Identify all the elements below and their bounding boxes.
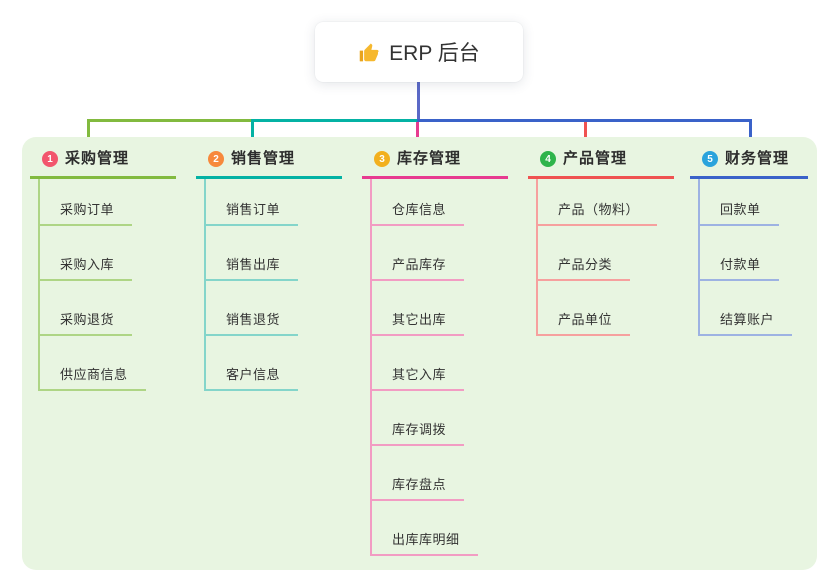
tree-node[interactable]: 库存盘点 (372, 446, 465, 501)
bus-line-sales (252, 119, 418, 122)
branch-number-badge: 5 (702, 151, 718, 167)
root-title: ERP 后台 (389, 42, 480, 65)
drop-line-sales (251, 119, 254, 147)
branch-header-node[interactable]: 1 采购管理 (30, 137, 176, 179)
tree-node[interactable]: 回款单 (700, 179, 779, 226)
branch-2: 2 销售管理销售订单销售出库销售退货客户信息 (196, 137, 342, 391)
bus-line-finance (417, 119, 752, 122)
branch-children: 产品（物料）产品分类产品单位 (536, 179, 658, 336)
branch-label: 库存管理 (397, 150, 462, 167)
branch-header-node[interactable]: 3 库存管理 (362, 137, 508, 179)
tree-node[interactable]: 采购退货 (40, 281, 133, 336)
drop-line-inventory (416, 122, 419, 147)
tree-node[interactable]: 付款单 (700, 226, 779, 281)
bus-line-purchase (87, 119, 253, 122)
branch-header-node[interactable]: 5 财务管理 (690, 137, 808, 179)
branch-header-node[interactable]: 2 销售管理 (196, 137, 342, 179)
tree-node[interactable]: 产品分类 (538, 226, 631, 281)
tree-node[interactable]: 库存调拨 (372, 391, 465, 446)
drop-line-product (584, 122, 587, 147)
tree-node[interactable]: 其它出库 (372, 281, 465, 336)
tree-node[interactable]: 出库库明细 (372, 501, 478, 556)
branch-children: 仓库信息产品库存其它出库其它入库库存调拨库存盘点出库库明细 (370, 179, 478, 556)
branch-number-badge: 4 (540, 151, 556, 167)
tree-node[interactable]: 采购订单 (40, 179, 133, 226)
branch-children: 回款单付款单结算账户 (698, 179, 793, 336)
branch-3: 3 库存管理仓库信息产品库存其它出库其它入库库存调拨库存盘点出库库明细 (362, 137, 508, 556)
branch-label: 财务管理 (725, 150, 790, 167)
branch-label: 采购管理 (65, 150, 130, 167)
branch-5: 5 财务管理回款单付款单结算账户 (690, 137, 808, 336)
branch-number-badge: 1 (42, 151, 58, 167)
tree-node[interactable]: 销售订单 (206, 179, 299, 226)
root-connector-line (417, 82, 420, 122)
tree-node[interactable]: 供应商信息 (40, 336, 146, 391)
thumbs-up-icon (358, 42, 380, 64)
drop-line-finance (749, 119, 752, 147)
tree-node[interactable]: 客户信息 (206, 336, 299, 391)
tree-node[interactable]: 产品单位 (538, 281, 631, 336)
branch-header-node[interactable]: 4 产品管理 (528, 137, 674, 179)
branch-children: 采购订单采购入库采购退货供应商信息 (38, 179, 146, 391)
branch-children: 销售订单销售出库销售退货客户信息 (204, 179, 299, 391)
branch-label: 产品管理 (563, 150, 628, 167)
tree-node[interactable]: 采购入库 (40, 226, 133, 281)
branch-number-badge: 3 (374, 151, 390, 167)
tree-node[interactable]: 其它入库 (372, 336, 465, 391)
tree-node[interactable]: 产品库存 (372, 226, 465, 281)
branches-panel: 1 采购管理采购订单采购入库采购退货供应商信息 2 销售管理销售订单销售出库销售退货客… (22, 137, 817, 570)
tree-node[interactable]: 销售退货 (206, 281, 299, 336)
branch-1: 1 采购管理采购订单采购入库采购退货供应商信息 (30, 137, 176, 391)
root-node[interactable]: ERP 后台 (315, 22, 523, 82)
tree-node[interactable]: 仓库信息 (372, 179, 465, 226)
branch-number-badge: 2 (208, 151, 224, 167)
drop-line-purchase (87, 119, 90, 147)
branch-4: 4 产品管理产品（物料）产品分类产品单位 (528, 137, 674, 336)
tree-node[interactable]: 结算账户 (700, 281, 793, 336)
tree-node[interactable]: 销售出库 (206, 226, 299, 281)
branch-label: 销售管理 (231, 150, 296, 167)
tree-node[interactable]: 产品（物料） (538, 179, 658, 226)
